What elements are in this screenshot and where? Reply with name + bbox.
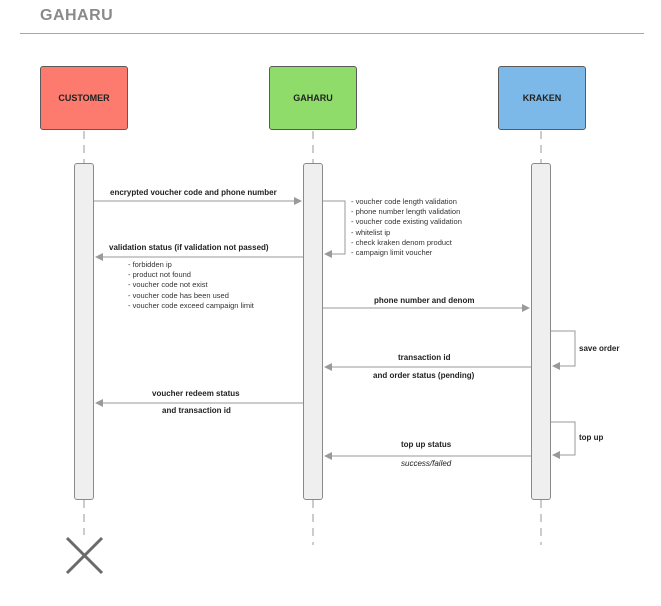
- msg-phone-denom-label: phone number and denom: [374, 296, 475, 305]
- page-title: GAHARU: [40, 7, 114, 24]
- validation-note-item: - campaign limit voucher: [351, 248, 433, 258]
- actor-kraken-label: KRAKEN: [522, 93, 562, 103]
- actor-kraken: KRAKEN: [498, 66, 586, 130]
- validation-note-item: - whitelist ip: [351, 227, 391, 237]
- msg-success-failed-label: success/failed: [401, 459, 452, 468]
- actor-customer: CUSTOMER: [40, 66, 128, 130]
- actor-gaharu: GAHARU: [269, 66, 357, 130]
- msg-voucher-redeem-label: voucher redeem status: [152, 389, 240, 398]
- error-note-item: - voucher code has been used: [128, 290, 229, 300]
- error-note-item: - voucher code exceed campaign limit: [128, 300, 254, 310]
- msg-validation-status-label: validation status (if validation not pas…: [109, 243, 269, 252]
- activation-customer: [74, 163, 94, 500]
- error-note-item: - product not found: [128, 270, 191, 280]
- destroy-x-icon: [65, 536, 104, 575]
- self-validation-arrow: [323, 200, 346, 258]
- self-top-up-arrow: [551, 421, 576, 459]
- validation-note-item: - voucher code length validation: [351, 197, 457, 206]
- title-divider: [20, 33, 644, 34]
- activation-kraken: [531, 163, 551, 500]
- msg-order-status-label: and order status (pending): [373, 371, 475, 380]
- activation-gaharu: [303, 163, 323, 500]
- validation-notes: - voucher code length validation - phone…: [351, 197, 462, 258]
- self-save-order-label: save order: [579, 344, 620, 353]
- actor-customer-label: CUSTOMER: [58, 93, 110, 103]
- error-note-item: - forbidden ip: [128, 260, 172, 269]
- msg-and-transaction-id-label: and transaction id: [162, 406, 231, 415]
- self-save-order-arrow: [551, 330, 576, 370]
- validation-note-item: - voucher code existing validation: [351, 217, 462, 227]
- msg-encrypted-voucher-label: encrypted voucher code and phone number: [110, 188, 277, 197]
- error-note-item: - voucher code not exist: [128, 280, 208, 290]
- validation-note-item: - check kraken denom product: [351, 237, 452, 247]
- validation-note-item: - phone number length validation: [351, 207, 461, 217]
- actor-gaharu-label: GAHARU: [293, 93, 333, 103]
- msg-top-up-status-label: top up status: [401, 440, 452, 449]
- msg-transaction-id-label: transaction id: [398, 353, 451, 362]
- self-top-up-label: top up: [579, 433, 604, 442]
- error-notes: - forbidden ip - product not found - vou…: [128, 260, 254, 311]
